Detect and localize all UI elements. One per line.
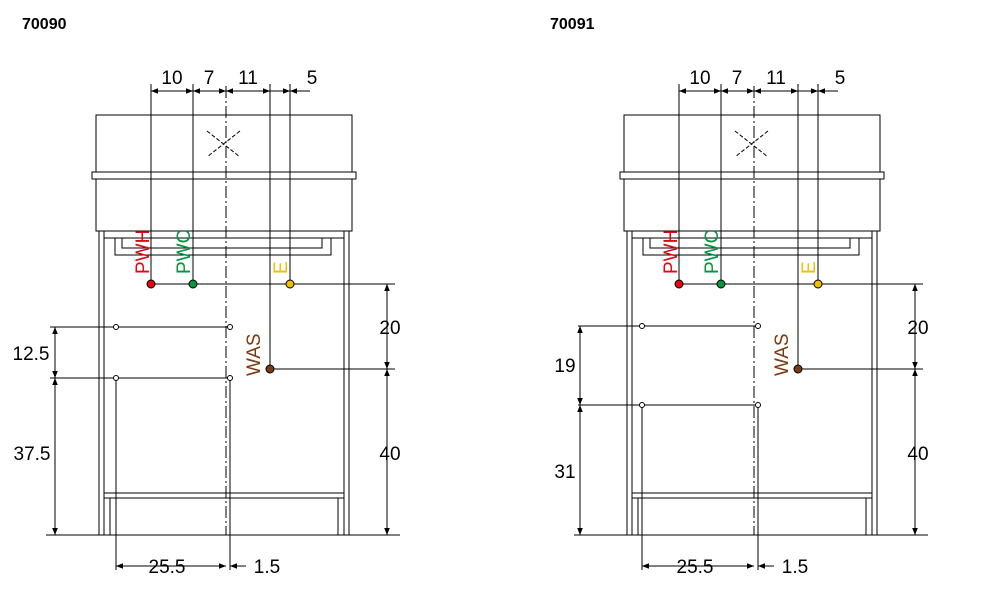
label-pwc: PWC: [174, 230, 195, 274]
dim-top-1: 10: [689, 68, 710, 89]
pwh-connection-dot: [146, 279, 156, 289]
dim-left-upper: 19: [554, 356, 575, 377]
drawing-70090: [46, 84, 400, 570]
pwh-connection-dot: [674, 279, 684, 289]
label-pwh: PWH: [661, 230, 682, 274]
sink-front: [623, 178, 881, 232]
was-connection-dot: [265, 364, 275, 374]
label-was: WAS: [244, 333, 265, 376]
label-e: E: [271, 261, 292, 274]
dim-bottom-offset: 1.5: [254, 557, 280, 578]
label-e: E: [799, 261, 820, 274]
e-connection-dot: [813, 279, 823, 289]
dim-bottom-offset: 1.5: [782, 557, 808, 578]
dim-left-upper: 12.5: [13, 344, 50, 365]
dim-left-lower: 37.5: [14, 444, 51, 465]
dim-bottom-width: 25.5: [677, 557, 714, 578]
dim-right-lower: 40: [907, 444, 928, 465]
dim-top-2: 7: [204, 68, 215, 89]
counter-rim: [619, 171, 885, 180]
e-connection-dot: [285, 279, 295, 289]
pwc-connection-dot: [716, 279, 726, 289]
was-connection-dot: [793, 364, 803, 374]
drawing-title-70090: 70090: [22, 16, 67, 33]
counter-rim: [91, 171, 357, 180]
dim-top-1: 10: [161, 68, 182, 89]
dim-right-lower: 40: [379, 444, 400, 465]
light-icon: [734, 130, 769, 158]
dim-top-2: 7: [732, 68, 743, 89]
dim-right-upper: 20: [907, 318, 928, 339]
label-was: WAS: [772, 333, 793, 376]
label-pwc: PWC: [702, 230, 723, 274]
dim-bottom-width: 25.5: [149, 557, 186, 578]
dim-top-4: 5: [307, 68, 318, 89]
dim-top-3: 11: [238, 68, 258, 89]
light-icon: [206, 130, 241, 158]
dim-top-4: 5: [835, 68, 846, 89]
drawing-title-70091: 70091: [550, 16, 595, 33]
dim-top-3: 11: [766, 68, 786, 89]
pwc-connection-dot: [188, 279, 198, 289]
dim-right-upper: 20: [379, 318, 400, 339]
drawing-70091: [574, 84, 928, 570]
label-pwh: PWH: [133, 230, 154, 274]
sink-front: [95, 178, 353, 232]
dim-left-lower: 31: [554, 462, 575, 483]
